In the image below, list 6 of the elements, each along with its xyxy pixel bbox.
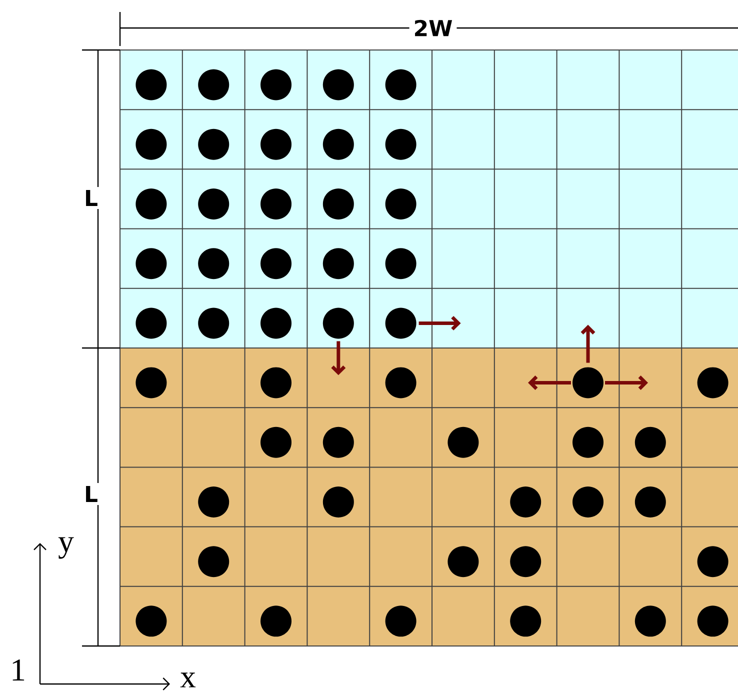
axis-label: y	[58, 537, 74, 559]
dimension-label: L	[86, 190, 98, 206]
axis-label: 1	[12, 659, 24, 680]
dimension-label: L	[86, 486, 98, 502]
dimension-label: 2W	[415, 20, 452, 36]
axis-label: x	[180, 672, 196, 688]
